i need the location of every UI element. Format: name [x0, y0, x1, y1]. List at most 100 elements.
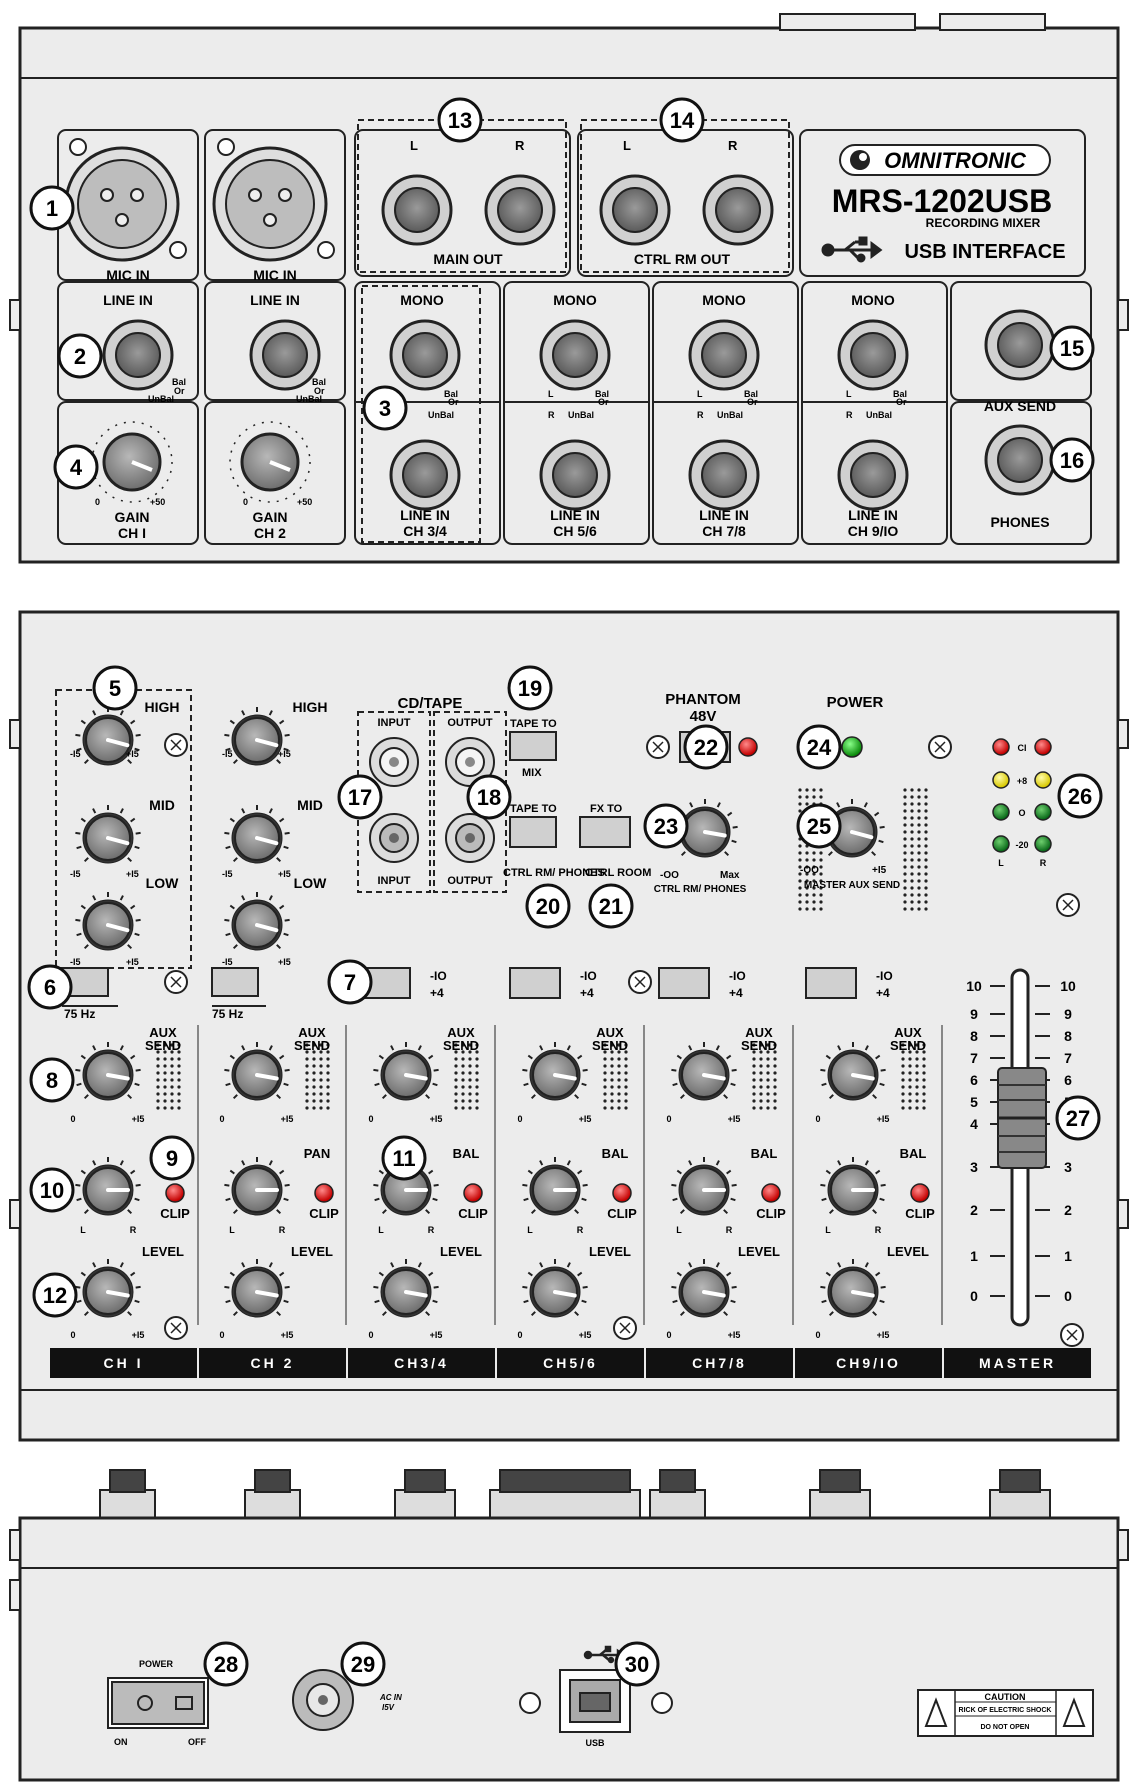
aux-dots-5 [752, 1043, 777, 1110]
callout-20: 20 [525, 883, 571, 929]
aux-scale-min-4: 0 [517, 1114, 522, 1124]
xlr-mic-in-ch1[interactable] [64, 146, 180, 262]
callout-number: 1 [46, 196, 58, 221]
bal-knob-6[interactable] [820, 1157, 886, 1216]
xlr-mic-in-ch2[interactable] [212, 146, 328, 262]
pan-scale-l-6: L [825, 1225, 831, 1235]
ac-in-label: AC IN [379, 1693, 402, 1702]
eq-scale-max-2b: +I5 [278, 869, 291, 879]
aux-send-label: AUX SEND [984, 398, 1056, 414]
usb-rear-label: USB [585, 1738, 605, 1748]
aux-send-knob-6[interactable] [820, 1042, 886, 1101]
eq-high-knob-ch1[interactable] [75, 707, 141, 766]
level-knob-4-ticks [522, 1259, 588, 1317]
callout-number: 8 [46, 1068, 58, 1093]
eq-scale-max-1b: +I5 [126, 869, 139, 879]
fader-cap[interactable] [997, 1067, 1047, 1169]
phones-label: PHONES [990, 514, 1049, 530]
eq-mid-knob-ch2[interactable] [224, 805, 290, 864]
bal-knob-4[interactable] [522, 1157, 588, 1216]
level-knob-4[interactable] [522, 1259, 588, 1318]
callout-number: 22 [694, 735, 718, 760]
level-meter: CI +8 O -20 L R [992, 738, 1052, 868]
aux-send-knob-5[interactable] [671, 1042, 737, 1101]
mono-label-3: MONO [702, 292, 746, 308]
callout-5: 5 [92, 665, 138, 711]
aux-scale-max-4: +I5 [579, 1114, 592, 1124]
aux-scale-min-6: 0 [815, 1114, 820, 1124]
channel-name-7: MASTER [979, 1355, 1056, 1371]
name-bar-block [944, 1348, 1091, 1378]
jack-phones [984, 424, 1056, 496]
eq-low-knob-ch1-ticks [75, 892, 141, 950]
ctrl-out-r: R [728, 138, 738, 153]
callout-number: 10 [40, 1178, 64, 1203]
callout-number: 4 [70, 455, 83, 480]
callout-number: 3 [379, 396, 391, 421]
rear-knob-silhouette [989, 1489, 1051, 1519]
bal-knob-5[interactable] [671, 1157, 737, 1216]
rca-jacks[interactable] [369, 737, 495, 863]
phantom-led [738, 737, 758, 757]
aux-scale-max-1: +I5 [132, 1114, 145, 1124]
aux-send-knob-3[interactable] [373, 1042, 439, 1101]
knob23-label: CTRL RM/ PHONES [654, 884, 747, 895]
clip-led-5 [761, 1183, 781, 1203]
callout-11: 11 [381, 1135, 427, 1181]
aux-dots-3 [454, 1043, 479, 1110]
level-knob-5[interactable] [671, 1259, 737, 1318]
level-knob-3[interactable] [373, 1259, 439, 1318]
callout-number: 25 [807, 814, 831, 839]
callout-number: 12 [43, 1283, 67, 1308]
eq-low-1: LOW [146, 875, 179, 891]
channel-name-3: CH3/4 [394, 1355, 449, 1371]
eq-high-knob-ch2[interactable] [224, 707, 290, 766]
channel-name-4: CH5/6 [543, 1355, 598, 1371]
callout-3: 3 [362, 385, 408, 431]
pan-knob-2[interactable] [224, 1157, 290, 1216]
eq-low-knob-ch1[interactable] [75, 892, 141, 951]
callout-28: 28 [203, 1641, 249, 1687]
name-bar-block [646, 1348, 793, 1378]
callout-2: 2 [57, 333, 103, 379]
eq-mid-knob-ch1[interactable] [75, 805, 141, 864]
jack-ctrl-rm-l [599, 174, 671, 246]
or-1: Or [174, 386, 185, 396]
send-label-3: SEND [443, 1038, 479, 1053]
eq-high-2: HIGH [293, 699, 328, 715]
gain-knob-ch1[interactable] [91, 421, 173, 503]
clip-led-1 [165, 1183, 185, 1203]
pan-knob-1[interactable] [75, 1157, 141, 1216]
callout-number: 20 [536, 894, 560, 919]
knob23-min: -OO [660, 870, 679, 881]
eq-scale-min-1b: -I5 [70, 869, 81, 879]
aux-scale-max-2: +I5 [281, 1114, 294, 1124]
brand-panel: OMNITRONIC MRS-1202USB RECORDING MIXER U… [821, 144, 1066, 263]
power-switch[interactable] [107, 1677, 209, 1729]
callout-number: 15 [1060, 336, 1084, 361]
warning-exclaim-icon [1062, 1697, 1086, 1727]
rear-knob-silhouette [649, 1489, 706, 1519]
ac-in-socket[interactable] [292, 1669, 354, 1731]
level-knob-2[interactable] [224, 1259, 290, 1318]
aux-send-knob-1[interactable] [75, 1042, 141, 1101]
level-scale-max-5: +I5 [728, 1330, 741, 1340]
gain-scale-min-2: 0 [243, 497, 248, 507]
level-knob-1[interactable] [75, 1259, 141, 1318]
fader-label-l: 2 [970, 1202, 978, 1218]
gain-knob-ch2[interactable] [229, 421, 311, 503]
send-label-5: SEND [741, 1038, 777, 1053]
level-knob-6[interactable] [820, 1259, 886, 1318]
pad-10-ch910: -IO [876, 969, 893, 983]
usb-b-port[interactable] [559, 1669, 631, 1733]
callout-12: 12 [32, 1272, 78, 1318]
or-78: Or [747, 397, 758, 407]
pan-scale-r-2: R [279, 1225, 286, 1235]
pad-10-ch78: -IO [729, 969, 746, 983]
eq-low-knob-ch2[interactable] [224, 892, 290, 951]
aux-send-knob-4[interactable] [522, 1042, 588, 1101]
level-label-3: LEVEL [440, 1244, 482, 1259]
aux-send-knob-2[interactable] [224, 1042, 290, 1101]
eq-mid-knob-ch1-ticks [75, 805, 141, 863]
callout-number: 19 [518, 676, 542, 701]
